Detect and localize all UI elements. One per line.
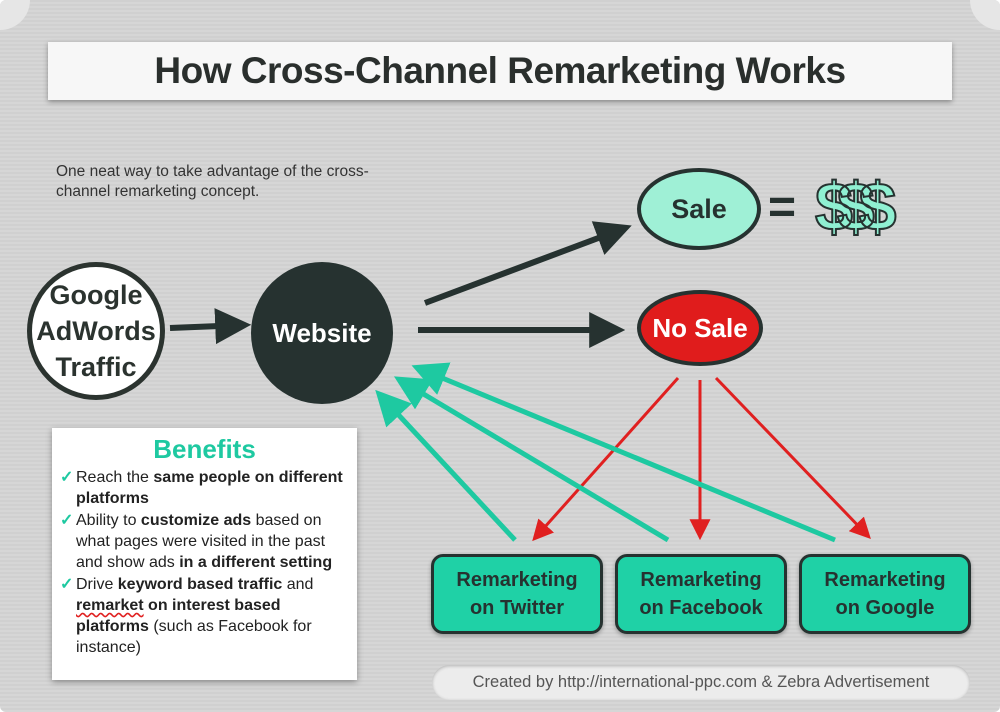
channel-label: on Google: [835, 597, 935, 619]
benefit-item: ✓ Drive keyword based traffic and remark…: [60, 574, 351, 658]
node-google-line: Traffic: [55, 352, 137, 382]
checkmark-icon: ✓: [60, 512, 74, 529]
benefit-text: Reach the: [76, 469, 154, 486]
arrow-facebook-to-website: [393, 376, 670, 543]
arrow-google-to-website-return: [411, 362, 836, 543]
page-title: How Cross-Channel Remarketing Works: [154, 50, 846, 91]
credit-footer: Created by http://international-ppc.com …: [432, 665, 970, 700]
arrow-nosale-to-google: [714, 376, 871, 540]
benefits-title: Benefits: [153, 434, 256, 464]
channel-label: Remarketing: [640, 569, 762, 591]
dollar-signs-icon: $$$: [814, 169, 898, 245]
channel-label: Remarketing: [824, 569, 946, 591]
equals-sign: =: [768, 181, 797, 234]
node-google-line: Google: [49, 280, 143, 310]
benefit-emphasis: keyword based traffic: [117, 576, 283, 593]
benefit-emphasis: same people on different platforms: [76, 469, 343, 507]
benefits-card: Benefits ✓ Reach the same people on diff…: [52, 428, 357, 680]
benefit-text: (such as Facebook for instance): [76, 618, 312, 656]
benefit-emphasis: on interest based platforms: [76, 597, 281, 635]
benefit-emphasis: customize ads: [140, 512, 252, 529]
channel-label: on Twitter: [469, 597, 565, 619]
node-no-sale: No Sale: [637, 290, 763, 366]
checkmark-icon: ✓: [60, 576, 74, 593]
benefit-item: ✓ Reach the same people on different pla…: [60, 467, 351, 509]
benefit-text: Drive: [76, 576, 118, 593]
channel-label: Remarketing: [456, 569, 578, 591]
channel-label: on Facebook: [639, 597, 763, 619]
intro-text: One neat way to take advantage of the cr…: [56, 163, 369, 200]
benefit-item: ✓ Ability to customize ads based on what…: [60, 510, 351, 573]
checkmark-icon: ✓: [60, 469, 74, 486]
node-remarketing-google: Remarketing on Google: [799, 554, 971, 634]
benefits-list: ✓ Reach the same people on different pla…: [52, 467, 357, 658]
node-website: Website: [251, 262, 393, 404]
node-google-adwords-traffic: Google AdWords Traffic: [27, 262, 165, 400]
arrow-twitter-to-website: [375, 389, 517, 542]
node-google-line: AdWords: [36, 316, 156, 346]
node-sale: Sale: [637, 168, 761, 250]
arrow-google-to-website: [169, 308, 252, 345]
benefit-text: based on what pages were visited in the …: [76, 512, 326, 571]
arrow-nosale-to-twitter: [532, 377, 680, 542]
node-remarketing-facebook: Remarketing on Facebook: [615, 554, 787, 634]
benefit-emphasis: in a different setting: [179, 554, 333, 571]
node-remarketing-twitter: Remarketing on Twitter: [431, 554, 603, 634]
benefit-text: Ability to: [76, 512, 141, 529]
arrow-website-to-sale: [423, 221, 632, 306]
benefit-text: and: [282, 576, 314, 593]
benefit-emphasis-remarket: remarket: [76, 597, 144, 614]
title-banner: How Cross-Channel Remarketing Works: [48, 42, 952, 100]
